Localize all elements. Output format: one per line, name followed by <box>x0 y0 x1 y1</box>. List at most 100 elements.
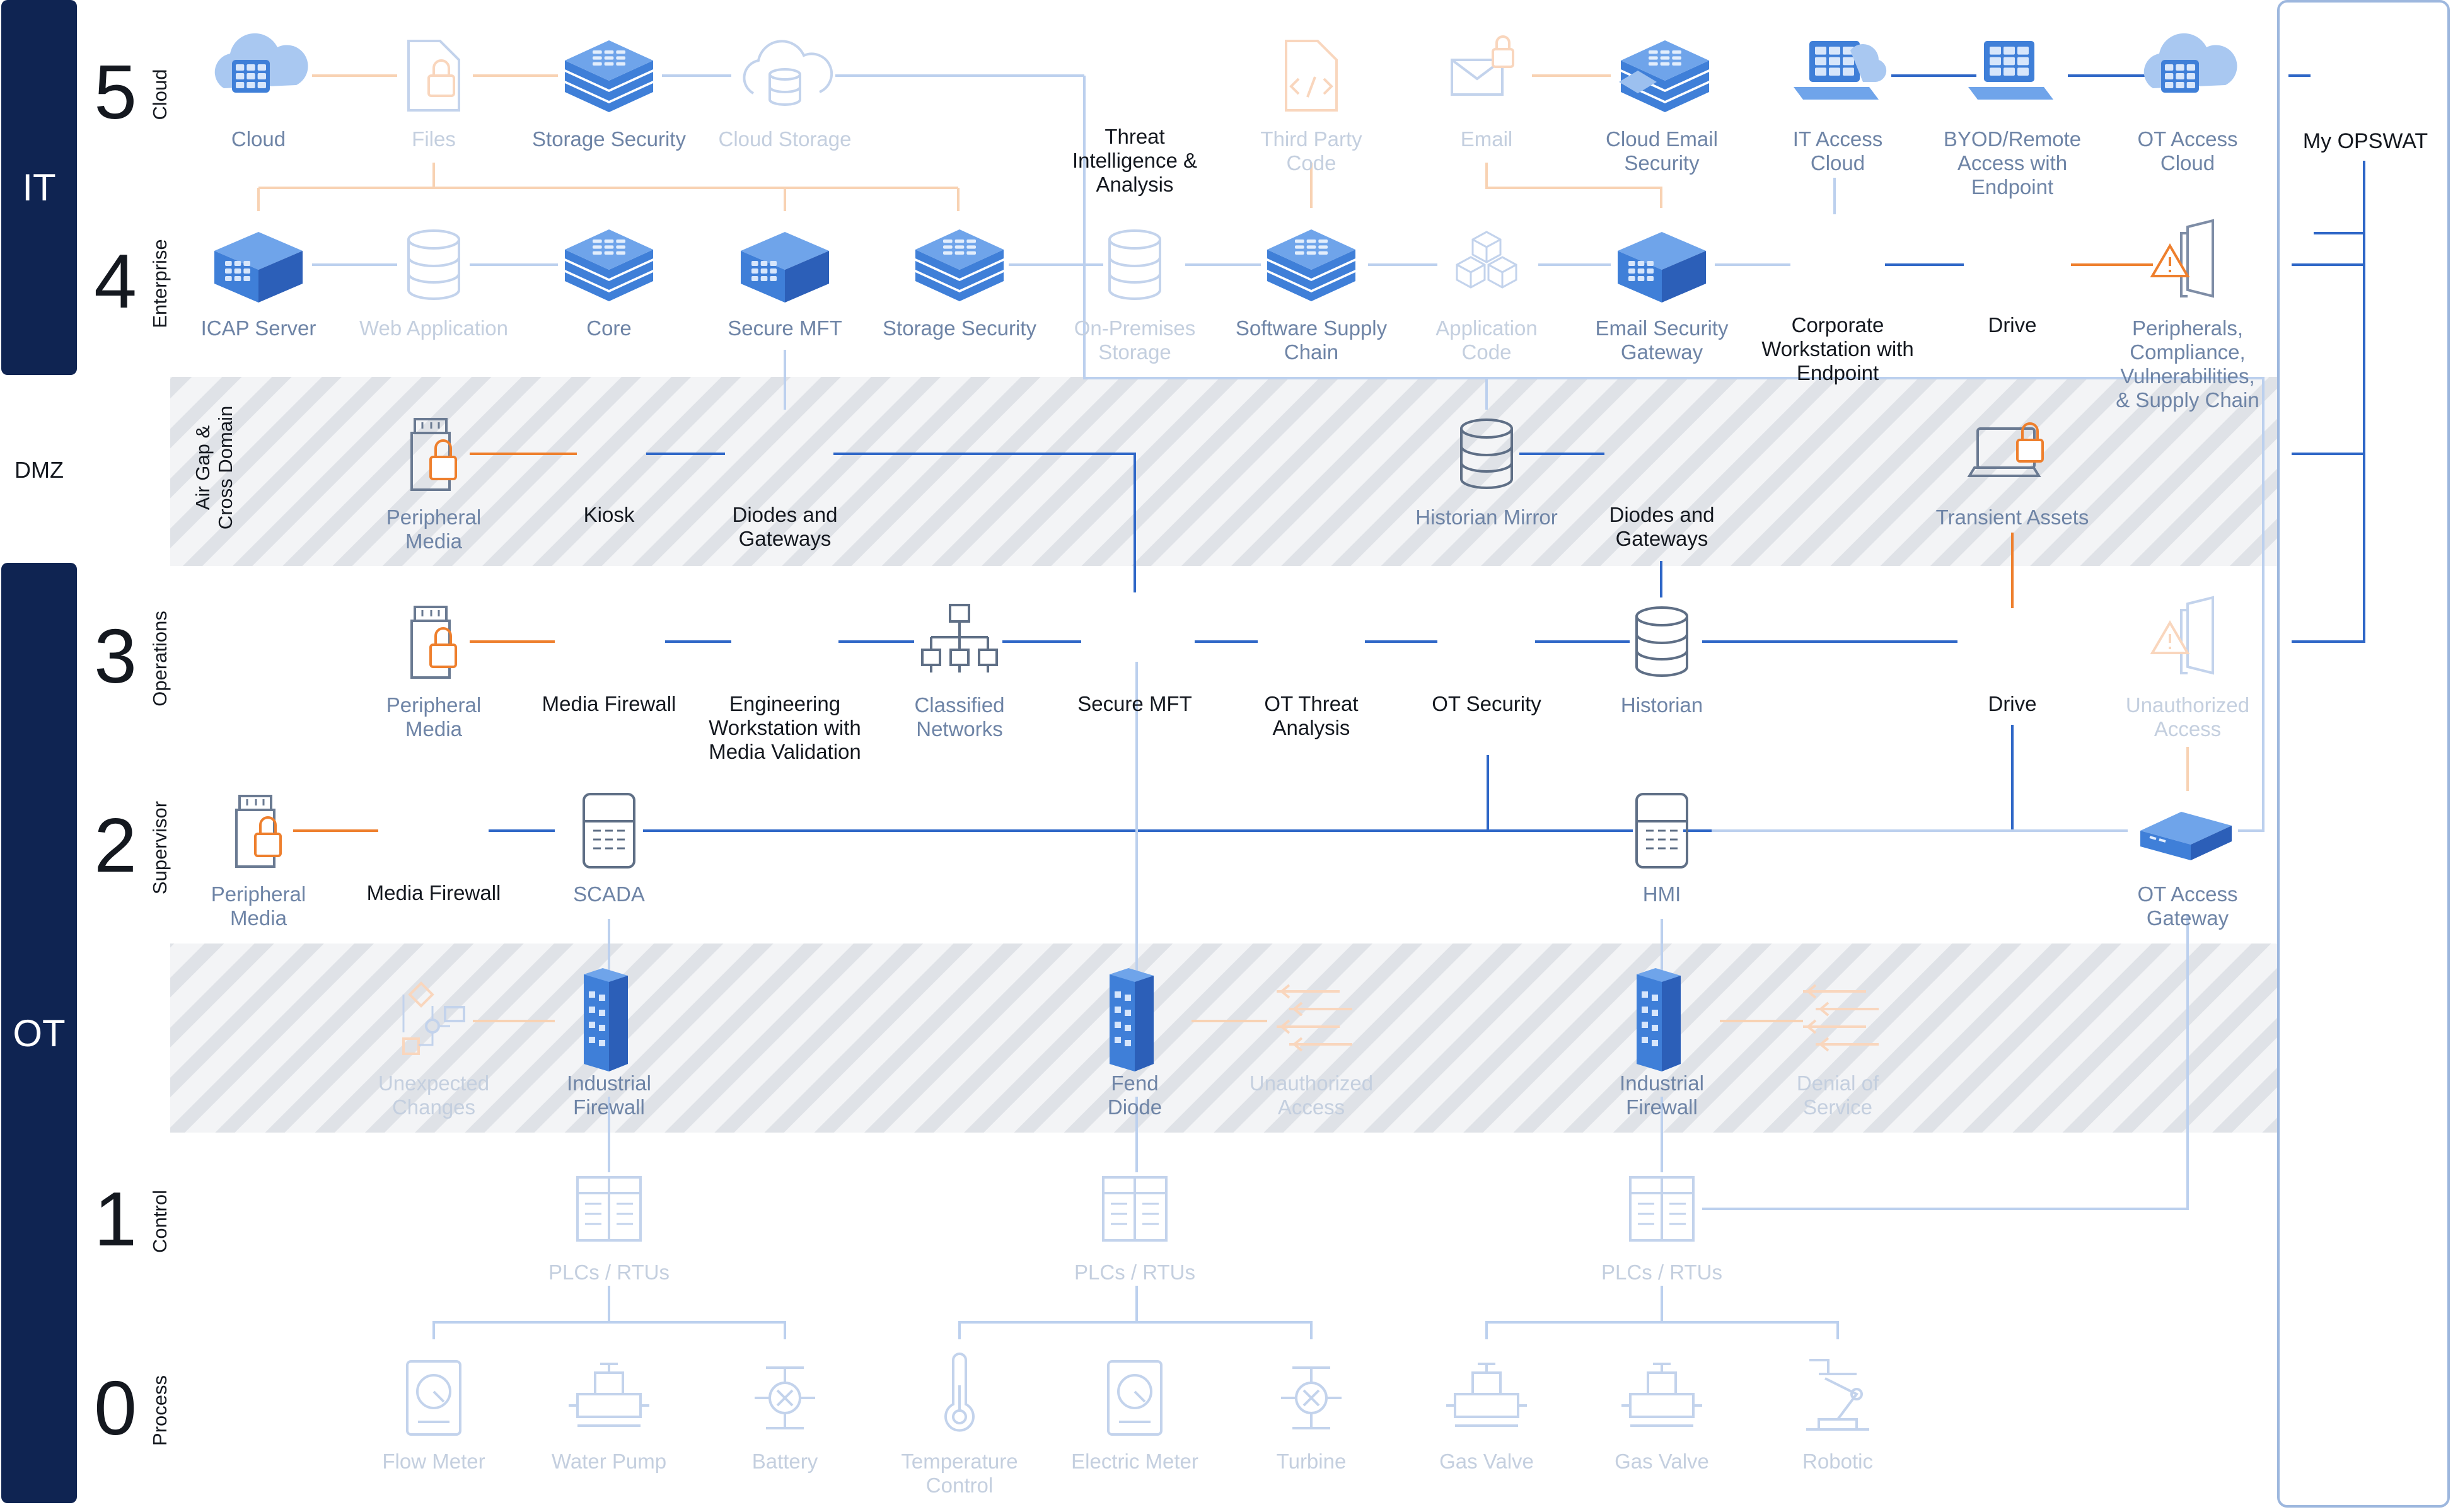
laptop-lock-icon <box>1967 422 2044 477</box>
node-label: Core <box>586 316 632 340</box>
node-core[interactable]: Core <box>565 229 653 340</box>
node-gas-valve-2[interactable]: Gas Valve <box>1615 1363 1709 1473</box>
node-label: Storage Security <box>883 316 1036 340</box>
node-label: Firewall <box>1626 1095 1698 1119</box>
node-label: Temperature <box>901 1450 1018 1473</box>
node-label: Fend <box>1111 1071 1158 1095</box>
node-label: Control <box>926 1474 993 1497</box>
node-electric-meter[interactable]: Electric Meter <box>1071 1360 1198 1473</box>
mail-storage-icon <box>1619 40 1709 112</box>
node-l4-storage-security[interactable]: Storage Security <box>883 229 1036 340</box>
node-water-pump[interactable]: Water Pump <box>552 1363 666 1473</box>
my-opswat-panel[interactable] <box>2277 0 2450 1508</box>
node-icap-server[interactable]: ICAP Server <box>201 232 316 340</box>
server-icon <box>1618 232 1706 303</box>
node-hmi[interactable]: HMI <box>1635 793 1688 906</box>
node-files[interactable]: Files <box>407 40 460 151</box>
turbine-icon <box>1281 1366 1342 1429</box>
hmi-panel-icon <box>1635 793 1688 869</box>
node-peripherals-compliance[interactable]: Peripherals,Compliance,Vulnerabilities,&… <box>2116 219 2259 412</box>
cloud-server-icon <box>2143 33 2237 93</box>
connector-line-31 <box>833 453 1136 592</box>
node-plc-2[interactable]: PLCs / RTUs <box>1074 1176 1195 1284</box>
node-transient-assets[interactable]: Transient Assets <box>1936 422 2089 529</box>
node-l4-secure-mft[interactable]: Secure MFT <box>728 232 842 340</box>
cross-domain-label: Cross Domain <box>214 406 236 529</box>
node-label: Electric Meter <box>1071 1450 1198 1473</box>
node-label: Media Firewall <box>542 692 676 715</box>
node-robotic[interactable]: Robotic <box>1802 1359 1873 1473</box>
connector-line-60 <box>1702 914 2189 1210</box>
node-flow-meter[interactable]: Flow Meter <box>382 1360 485 1473</box>
connector-line-16 <box>1485 163 1662 208</box>
dmz-band <box>170 377 2277 566</box>
node-historian[interactable]: Historian <box>1621 606 1703 717</box>
node-label: On-Premises <box>1074 316 1196 340</box>
node-l4-drive[interactable]: Drive <box>1988 313 2036 337</box>
node-label: Compliance, <box>2130 340 2245 364</box>
file-lock-icon <box>407 40 460 112</box>
connector-line-46 <box>1683 725 2014 832</box>
node-label: Endpoint <box>1971 175 2053 199</box>
node-label: Industrial <box>567 1071 651 1095</box>
node-historian-mirror[interactable]: Historian Mirror <box>1415 418 1558 529</box>
node-scada[interactable]: SCADA <box>573 793 645 906</box>
node-l2-media-firewall[interactable]: Media Firewall <box>367 881 501 904</box>
node-turbine[interactable]: Turbine <box>1277 1366 1347 1473</box>
level-2-name: Supervisor <box>149 801 171 894</box>
node-cloud-storage[interactable]: Cloud Storage <box>719 40 852 151</box>
node-l5-storage-security[interactable]: Storage Security <box>532 40 686 151</box>
node-battery[interactable]: Battery <box>752 1366 818 1473</box>
node-kiosk[interactable]: Kiosk <box>584 503 635 526</box>
node-web-application[interactable]: Web Application <box>359 229 508 340</box>
node-label: Cloud <box>2160 151 2215 175</box>
node-label: PLCs / RTUs <box>1074 1261 1195 1284</box>
node-label: Cloud Storage <box>719 127 852 151</box>
node-l3-media-firewall[interactable]: Media Firewall <box>542 692 676 715</box>
node-label: Drive <box>1988 313 2036 337</box>
node-label: Chain <box>1284 340 1338 364</box>
node-cloud[interactable]: Cloud <box>214 33 308 151</box>
node-gas-valve-1[interactable]: Gas Valve <box>1439 1363 1534 1473</box>
node-label: OT Access <box>2138 882 2238 906</box>
node-l3-secure-mft[interactable]: Secure MFT <box>1077 692 1192 715</box>
connector-line-4 <box>1083 76 2265 832</box>
node-l3-drive[interactable]: Drive <box>1988 692 2036 715</box>
node-plc-3[interactable]: PLCs / RTUs <box>1601 1176 1722 1284</box>
level-0-number: 0 <box>94 1365 137 1451</box>
node-label: Media <box>405 529 463 553</box>
node-ot-security[interactable]: OT Security <box>1432 692 1541 715</box>
node-plc-1[interactable]: PLCs / RTUs <box>548 1176 670 1284</box>
node-email[interactable]: Email <box>1451 35 1514 151</box>
pump-icon <box>1446 1363 1527 1427</box>
